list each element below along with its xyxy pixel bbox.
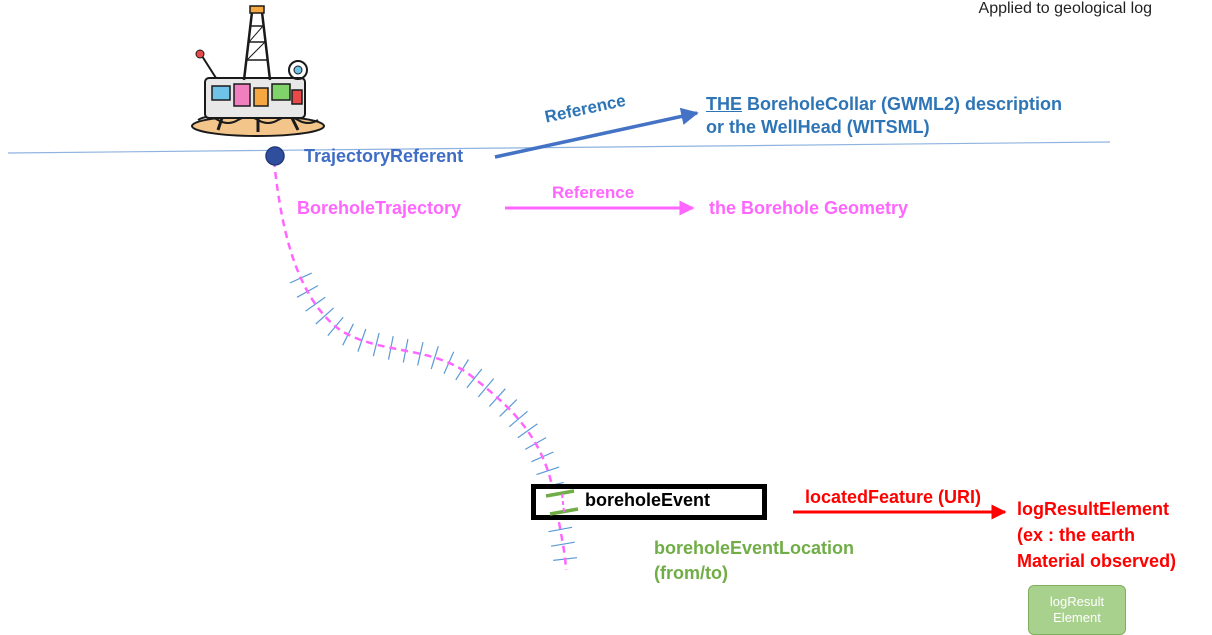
trajectory-tick [551,541,575,547]
event-location-ticks [545,489,579,516]
trajectory-tick [417,341,424,366]
borehole-event-label: boreholeEvent [585,490,711,510]
event-location-line2: (from/to) [654,563,728,583]
ground-surface-line [7,141,1111,154]
trajectory-referent-label: TrajectoryReferent [304,146,464,166]
reference-arrow-blue [494,107,699,159]
borehole-event-location-label: boreholeEventLocation (from/to) [654,536,854,586]
slide-corner-title: Applied to geological log [978,0,1152,17]
borehole-trajectory-path [272,159,568,571]
collar-line2: or the WellHead (WITSML) [706,117,930,137]
trajectory-tick [315,307,335,325]
log-result-line3: Material observed) [1017,551,1177,571]
trajectory-tick [517,423,538,439]
trajectory-tick [548,526,573,533]
collar-emphasis: THE [706,94,742,114]
borehole-geometry-label: the Borehole Geometry [709,198,909,218]
trajectory-tick [508,410,528,428]
trajectory-tick [357,328,367,352]
chip-line2: Element [1053,610,1101,625]
trajectory-tick [477,378,495,398]
located-feature-label: locatedFeature (URI) [805,487,982,507]
log-result-line2: (ex : the earth [1017,525,1136,545]
trajectory-tick [466,368,483,389]
event-location-line1: boreholeEventLocation [654,538,855,558]
log-result-line1: logResultElement [1017,499,1170,519]
borehole-trajectory-label: BoreholeTrajectory [297,198,462,218]
log-result-element-label: logResultElement (ex : the earth Materia… [1017,496,1176,574]
trajectory-tick [536,466,560,476]
collar-line1: BoreholeCollar (GWML2) description [747,94,1063,114]
trajectory-tick [372,332,380,357]
circle-marker-icon [265,146,285,166]
log-result-element-chip[interactable]: logResult Element [1028,585,1126,635]
trajectory-tick [430,346,439,370]
chip-line1: logResult [1049,594,1105,609]
reference-label-pink: Reference [552,183,635,202]
oil-rig-icon [191,5,325,137]
collar-description: THE BoreholeCollar (GWML2) description o… [706,93,1062,139]
trajectory-tick [305,296,326,312]
